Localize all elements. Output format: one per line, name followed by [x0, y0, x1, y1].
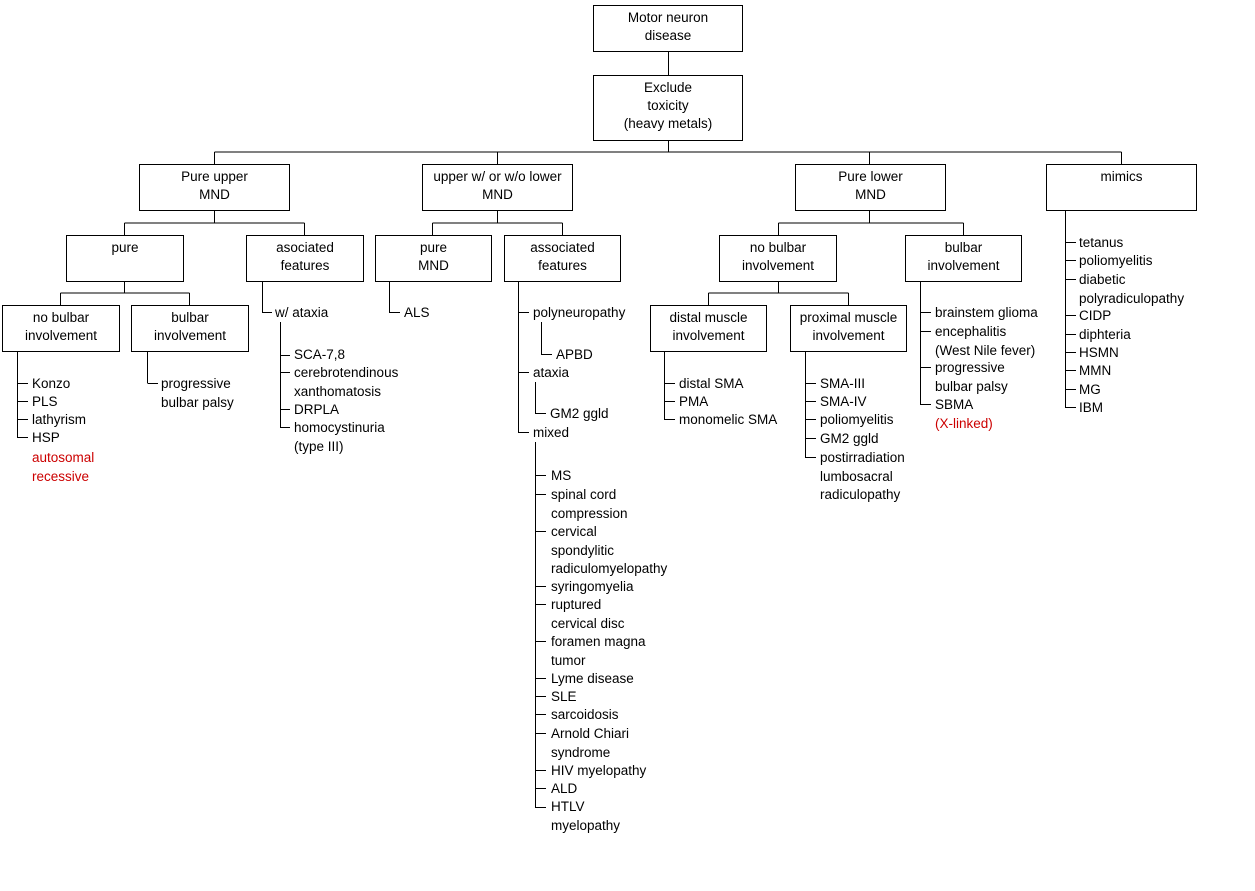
distal-muscle-node: distal muscle involvement: [650, 305, 767, 352]
exclude-toxicity-node: Exclude toxicity (heavy metals): [593, 75, 743, 141]
group-label: mixed: [533, 425, 570, 440]
list-item: ruptured cervical disc: [551, 597, 625, 631]
inheritance-note: (X-linked): [935, 416, 993, 431]
list-item: MS: [551, 468, 572, 483]
inheritance-note: autosomal recessive: [32, 450, 95, 484]
list-item: lathyrism: [32, 412, 87, 427]
pure-lower-mnd-node: Pure lower MND: [795, 164, 946, 211]
list-item: Konzo: [32, 376, 71, 391]
ul-associated-node: associated features: [504, 235, 621, 282]
list-item: SCA-7,8: [294, 347, 346, 362]
list-item: monomelic SMA: [679, 412, 778, 427]
list-item: spinal cord compression: [551, 487, 628, 521]
list-item: GM2 ggld: [820, 431, 879, 446]
list-item: HTLV myelopathy: [551, 799, 621, 833]
list-item: Lyme disease: [551, 671, 634, 686]
list-item: Arnold Chiari syndrome: [551, 726, 630, 760]
list-item: poliomyelitis: [820, 412, 894, 427]
upper-bulbar-node: bulbar involvement: [131, 305, 249, 352]
upper-pure-node: pure: [66, 235, 184, 282]
list-item: homocystinuria (type III): [294, 420, 385, 454]
upper-lower-mnd-node: upper w/ or w/o lower MND: [422, 164, 573, 211]
list-item: cervical spondylitic radiculomyelopathy: [551, 524, 668, 576]
list-item: brainstem glioma: [935, 305, 1038, 320]
list-item: syringomyelia: [551, 579, 634, 594]
list-item: sarcoidosis: [551, 707, 619, 722]
list-item: IBM: [1079, 400, 1104, 415]
mimics-node: mimics: [1046, 164, 1197, 211]
list-item: poliomyelitis: [1079, 253, 1153, 268]
list-item: ALS: [404, 305, 430, 320]
list-item: postirradiation lumbosacral radiculopath…: [820, 450, 905, 502]
list-item: APBD: [556, 347, 593, 362]
list-item: HIV myelopathy: [551, 763, 647, 778]
list-item: ALD: [551, 781, 578, 796]
list-item: HSP: [32, 430, 60, 445]
list-item: SLE: [551, 689, 577, 704]
pure-upper-mnd-node: Pure upper MND: [139, 164, 290, 211]
root-node: Motor neuron disease: [593, 5, 743, 52]
lower-no-bulbar-node: no bulbar involvement: [719, 235, 837, 282]
list-item: PMA: [679, 394, 709, 409]
list-item: GM2 ggld: [550, 406, 609, 421]
list-item: distal SMA: [679, 376, 744, 391]
group-label: ataxia: [533, 365, 570, 380]
list-item: progressive bulbar palsy: [161, 376, 234, 410]
group-label: w/ ataxia: [275, 305, 329, 320]
list-item: cerebrotendinous xanthomatosis: [294, 365, 399, 399]
group-label: polyneuropathy: [533, 305, 626, 320]
list-item: SBMA: [935, 397, 974, 412]
list-item: MG: [1079, 382, 1101, 397]
list-item: foramen magna tumor: [551, 634, 646, 668]
list-item: SMA-IV: [820, 394, 867, 409]
upper-no-bulbar-node: no bulbar involvement: [2, 305, 120, 352]
upper-associated-node: asociated features: [246, 235, 364, 282]
list-item: HSMN: [1079, 345, 1119, 360]
list-item: PLS: [32, 394, 58, 409]
proximal-muscle-node: proximal muscle involvement: [790, 305, 907, 352]
list-item: diphteria: [1079, 327, 1131, 342]
list-item: SMA-III: [820, 376, 866, 391]
list-item: diabetic polyradiculopathy: [1079, 272, 1185, 306]
list-item: tetanus: [1079, 235, 1124, 250]
list-item: MMN: [1079, 363, 1112, 378]
lower-bulbar-node: bulbar involvement: [905, 235, 1022, 282]
ul-pure-mnd-node: pure MND: [375, 235, 492, 282]
list-item: DRPLA: [294, 402, 340, 417]
list-item: encephalitis (West Nile fever): [935, 324, 1036, 358]
list-item: CIDP: [1079, 308, 1112, 323]
list-item: progressive bulbar palsy: [935, 360, 1008, 394]
